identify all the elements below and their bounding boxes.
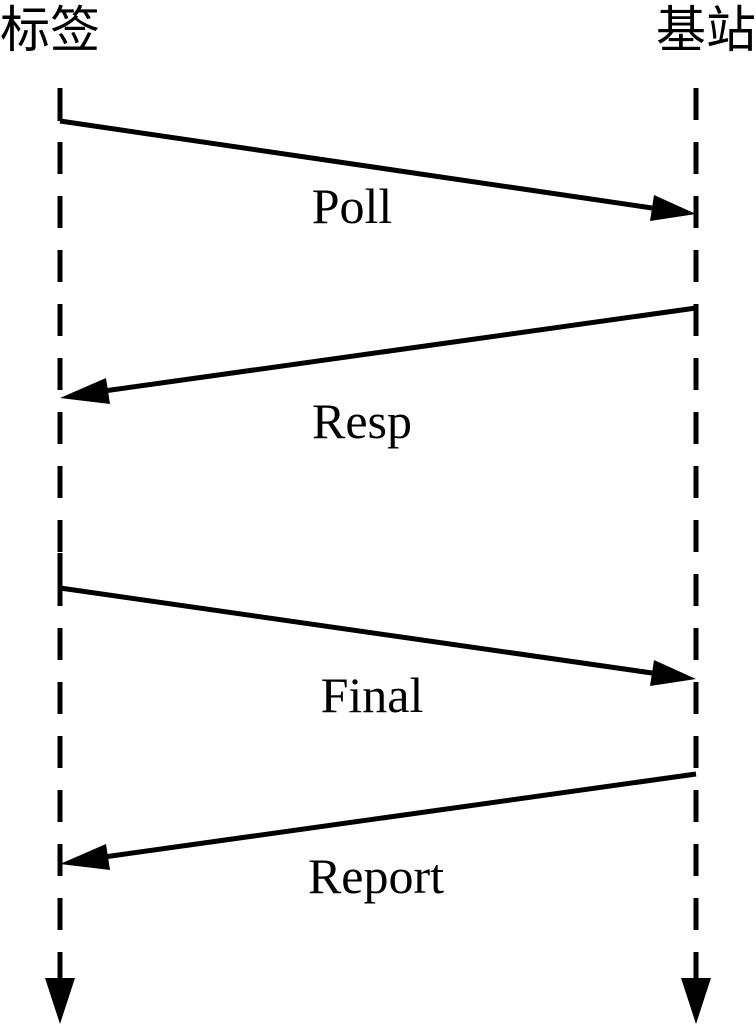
message-resp bbox=[60, 305, 697, 404]
message-final bbox=[57, 553, 696, 686]
message-poll bbox=[57, 88, 696, 221]
message-report bbox=[60, 771, 697, 870]
message-report-arrowhead bbox=[60, 844, 110, 870]
message-label-report: Report bbox=[307, 848, 445, 904]
message-final-arrowhead bbox=[650, 660, 696, 686]
actor-base-station-label: 基站 bbox=[656, 1, 756, 59]
lifeline-base-station-arrowhead bbox=[681, 978, 711, 1024]
message-poll-arrowhead bbox=[650, 195, 696, 221]
message-label-poll: Poll bbox=[311, 178, 393, 234]
message-resp-arrowhead bbox=[60, 378, 110, 404]
actor-tag-label: 标签 bbox=[0, 1, 100, 59]
message-label-resp: Resp bbox=[312, 393, 412, 449]
message-label-final: Final bbox=[320, 667, 424, 723]
lifeline-tag-arrowhead bbox=[45, 978, 75, 1024]
